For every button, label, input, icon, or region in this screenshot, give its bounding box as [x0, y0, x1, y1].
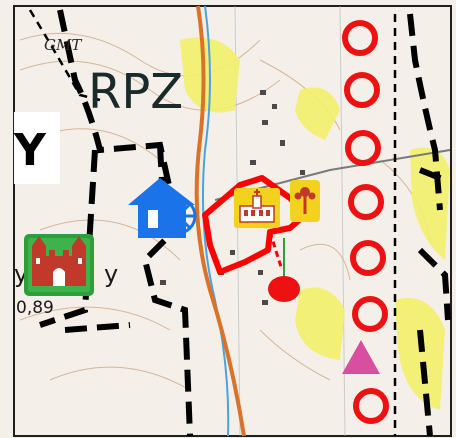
- route-circle: [352, 296, 388, 332]
- label-box: [14, 112, 60, 184]
- thin-dashed-line: [28, 9, 397, 436]
- route-circles: [342, 20, 389, 424]
- route-circle: [348, 184, 384, 220]
- route-circle: [353, 388, 389, 424]
- cross-icon[interactable]: [290, 180, 320, 222]
- letter-label-small: y: [104, 260, 118, 288]
- red-point-marker[interactable]: [268, 276, 300, 302]
- zone-code-label: RPZ: [88, 64, 183, 120]
- route-circle: [345, 130, 381, 166]
- castle-icon[interactable]: [24, 234, 94, 296]
- dashed-boundaries: [39, 9, 451, 437]
- watermill-icon[interactable]: [128, 178, 197, 238]
- red-boundary: [202, 175, 308, 275]
- box-letter-label: Y: [13, 125, 47, 176]
- main-road: [194, 5, 246, 437]
- church-icon[interactable]: [234, 188, 280, 228]
- settlement-fragment-label: GMT: [44, 36, 82, 54]
- number-label: 0,89: [16, 298, 54, 318]
- red-dashed-link: [268, 231, 284, 271]
- peak-icon[interactable]: [342, 340, 380, 374]
- route-circle: [350, 240, 386, 276]
- route-circle: [344, 72, 380, 108]
- map-neatline: [13, 5, 452, 437]
- route-circle: [342, 20, 378, 56]
